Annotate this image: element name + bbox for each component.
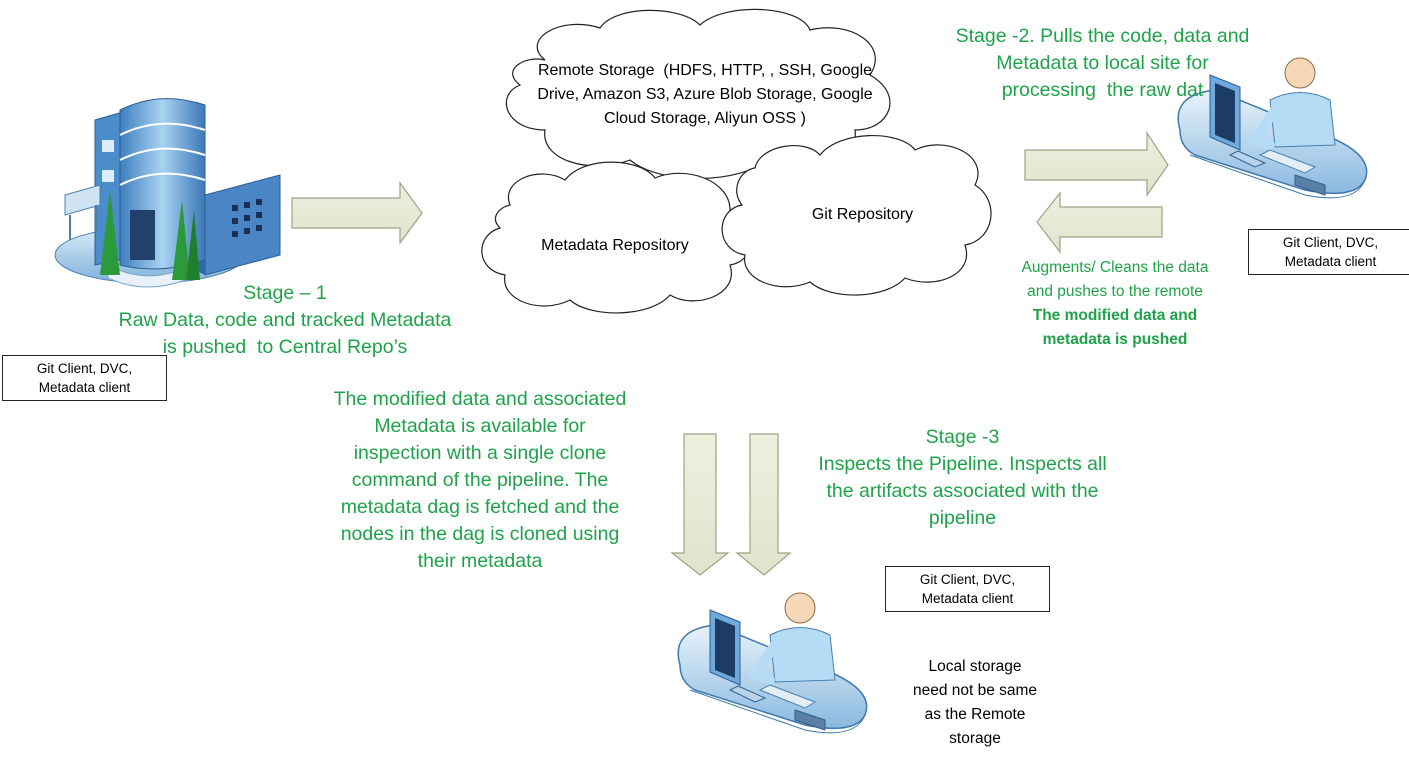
client-box-bottom: Git Client, DVC, Metadata client [885, 566, 1050, 612]
user-workstation-icon [677, 592, 868, 734]
metadata-repository-label: Metadata Repository [541, 237, 689, 254]
user-workstation-icon [1177, 57, 1368, 199]
stage2-label: Stage -2. Pulls the code, data and Metad… [955, 25, 1250, 101]
stage2-push-arrow [1036, 191, 1163, 254]
stage3-label: Stage -3 Inspects the Pipeline. Inspects… [818, 426, 1107, 529]
stage3-down-arrow-2 [735, 433, 792, 576]
stage1-label: Stage – 1 Raw Data, code and tracked Met… [118, 282, 452, 358]
stage2-push-note: Augments/ Cleans the data and pushes to … [1021, 259, 1209, 348]
git-repository-label: Git Repository [811, 206, 914, 223]
remote-storage-cloud [505, 8, 891, 180]
clone-note: The modified data and associated Metadat… [333, 388, 627, 572]
stage1-push-arrow [291, 181, 423, 245]
remote-storage-label: Remote Storage (HDFS, HTTP, , SSH, Googl… [537, 62, 873, 127]
client-box-right: Git Client, DVC, Metadata client [1248, 229, 1409, 275]
local-storage-note: Local storage need not be same as the Re… [912, 658, 1038, 747]
stage3-down-arrow-1 [670, 433, 730, 576]
stage2-pull-arrow [1024, 130, 1169, 197]
git-repository-cloud [721, 134, 992, 296]
metadata-repository-cloud [481, 161, 753, 314]
client-box-left: Git Client, DVC, Metadata client [2, 355, 167, 401]
office-building-icon [54, 98, 281, 288]
